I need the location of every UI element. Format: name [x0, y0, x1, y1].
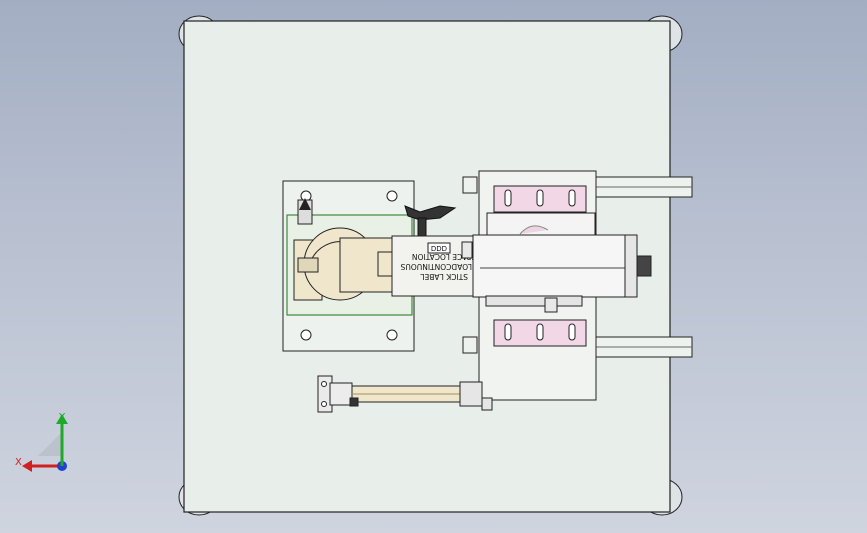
- y-axis-label: Y: [59, 412, 66, 423]
- main-cylinder[interactable]: [472, 234, 652, 307]
- orientation-triad[interactable]: Y X: [10, 408, 80, 478]
- fittings: [461, 241, 558, 313]
- x-axis-label: X: [15, 457, 22, 468]
- gripper-label-line1: SPACE LOCATION: [412, 252, 476, 261]
- gripper-body[interactable]: DDD SPACE LOCATION LOADCONTINUOUS STICK …: [391, 235, 481, 297]
- triad-axes: [22, 414, 68, 472]
- guide-rails[interactable]: [462, 176, 693, 358]
- gripper-label-line3: STICK LABEL: [420, 272, 468, 281]
- gripper-badge: DDD: [431, 245, 447, 253]
- rotary-actuator[interactable]: [293, 227, 395, 301]
- gripper-label-line2: LOADCONTINUOUS: [400, 262, 472, 271]
- bottom-cylinder[interactable]: [317, 375, 493, 413]
